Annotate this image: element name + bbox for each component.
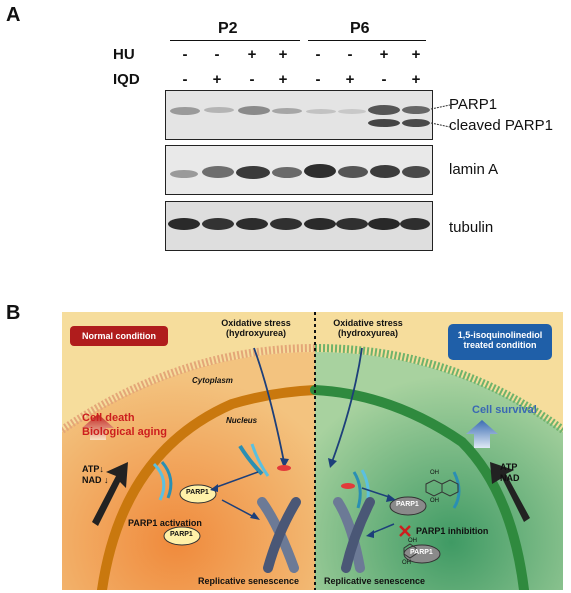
iqd-sign-5: - — [315, 71, 321, 88]
diagram-frame: Normal condition 1,5-isoquinolinediol tr… — [62, 312, 563, 590]
replicative-senescence-left: Replicative senescence — [198, 576, 300, 586]
blot-band — [202, 166, 234, 178]
parp1-right-bottom: PARP1 — [410, 549, 433, 556]
hu-sign-7: + — [379, 46, 389, 63]
hu-sign-2: - — [214, 46, 220, 63]
atp-nad-right: ATP NAD — [500, 462, 520, 484]
treated-condition-badge: 1,5-isoquinolinediol treated condition — [448, 324, 552, 360]
oh-label-2: OH — [430, 498, 439, 504]
atp-left: ATP — [82, 464, 100, 474]
group-label-p2: P2 — [218, 20, 238, 37]
group-line-p2 — [170, 40, 300, 41]
parp1-label: PARP1 — [449, 96, 498, 113]
blot-band — [168, 218, 200, 230]
blot-band — [170, 107, 200, 115]
parp1-blot — [165, 90, 433, 140]
diagram-art — [62, 312, 563, 590]
row-label-hu: HU — [113, 46, 135, 63]
blot-band — [368, 105, 400, 115]
tubulin-label: tubulin — [449, 219, 494, 236]
ox-stress-right-line1: Oxidative stress — [333, 318, 403, 328]
blot-band — [368, 119, 400, 127]
ox-stress-right-line2: (hydroxyurea) — [337, 328, 399, 338]
inhibitor-molecule-icon — [403, 479, 459, 559]
normal-condition-badge: Normal condition — [70, 326, 168, 346]
parp1-left-bottom: PARP1 — [170, 531, 193, 538]
cleaved-parp1-label: cleaved PARP1 — [449, 117, 553, 134]
oh-label-1: OH — [430, 470, 439, 476]
blot-band — [402, 166, 430, 178]
blot-band — [368, 218, 400, 230]
blot-band — [306, 109, 336, 114]
blot-band — [236, 166, 270, 179]
ox-stress-left: Oxidative stress (hydroxyurea) — [208, 318, 304, 338]
cell-survival-label: Cell survival — [472, 404, 537, 416]
blot-band — [236, 218, 268, 230]
group-label-p6: P6 — [350, 20, 370, 37]
replicative-senescence-right: Replicative senescence — [324, 576, 426, 586]
blot-band — [304, 164, 336, 178]
blot-band — [270, 218, 302, 230]
row-label-iqd: IQD — [113, 71, 140, 88]
hu-sign-4: + — [278, 46, 288, 63]
iqd-sign-3: - — [249, 71, 255, 88]
atp-right: ATP — [500, 462, 518, 472]
blot-band — [272, 167, 302, 178]
blot-band — [338, 109, 366, 114]
parp1-left-top: PARP1 — [186, 489, 209, 496]
iqd-sign-4: + — [278, 71, 288, 88]
hu-sign-8: + — [411, 46, 421, 63]
hu-sign-3: + — [247, 46, 257, 63]
cell-death-label: Cell death — [82, 412, 135, 424]
biological-aging-label: Biological aging — [82, 426, 167, 438]
blot-band — [400, 218, 430, 230]
nad-right: NAD — [500, 473, 520, 483]
ox-stress-left-line1: Oxidative stress — [221, 318, 291, 328]
blot-band — [238, 106, 270, 115]
ox-stress-left-line2: (hydroxyurea) — [225, 328, 287, 338]
chromosome-left-icon — [257, 497, 301, 573]
oh-label-4: OH — [402, 560, 411, 566]
oh-label-3: OH — [408, 538, 417, 544]
group-line-p6 — [308, 40, 426, 41]
panel-a-letter: A — [6, 4, 21, 26]
nad-left: NAD — [82, 475, 102, 485]
parp1-inhibition-label: PARP1 inhibition — [416, 526, 489, 536]
parp1-activation-label: PARP1 activation — [128, 518, 202, 528]
blot-band — [304, 218, 336, 230]
blot-label-leaders — [430, 104, 451, 128]
blot-band — [338, 166, 368, 178]
blot-band — [202, 218, 234, 230]
cytoplasm-label: Cytoplasm — [192, 376, 233, 385]
dna-left-icon — [152, 443, 291, 501]
iqd-sign-6: + — [345, 71, 355, 88]
treated-line2: treated condition — [463, 340, 537, 350]
iqd-sign-1: - — [182, 71, 188, 88]
iqd-sign-2: + — [212, 71, 222, 88]
nucleus-label: Nucleus — [226, 416, 258, 425]
atp-nad-left: ATP↓ NAD ↓ — [82, 464, 109, 486]
blot-band — [272, 108, 302, 114]
blot-band — [204, 107, 234, 113]
tubulin-blot — [165, 201, 433, 251]
blot-band — [170, 170, 198, 178]
lamin-a-label: lamin A — [449, 161, 499, 178]
hu-sign-6: - — [347, 46, 353, 63]
parp1-right-top: PARP1 — [396, 501, 419, 508]
ox-stress-right: Oxidative stress (hydroxyurea) — [320, 318, 416, 338]
blot-band — [370, 165, 400, 178]
blot-band — [336, 218, 368, 230]
chromosome-right-icon — [333, 497, 375, 573]
iqd-sign-8: + — [411, 71, 421, 88]
hu-sign-5: - — [315, 46, 321, 63]
hu-sign-1: - — [182, 46, 188, 63]
iqd-sign-7: - — [381, 71, 387, 88]
lamin-a-blot — [165, 145, 433, 195]
atp-left-down-arrow: ↓ — [99, 464, 104, 474]
treated-line1: 1,5-isoquinolinediol — [457, 330, 543, 340]
panel-b-letter: B — [6, 302, 21, 324]
blot-band — [402, 119, 430, 127]
blot-band — [402, 106, 430, 114]
nad-left-down-arrow: ↓ — [104, 475, 109, 485]
